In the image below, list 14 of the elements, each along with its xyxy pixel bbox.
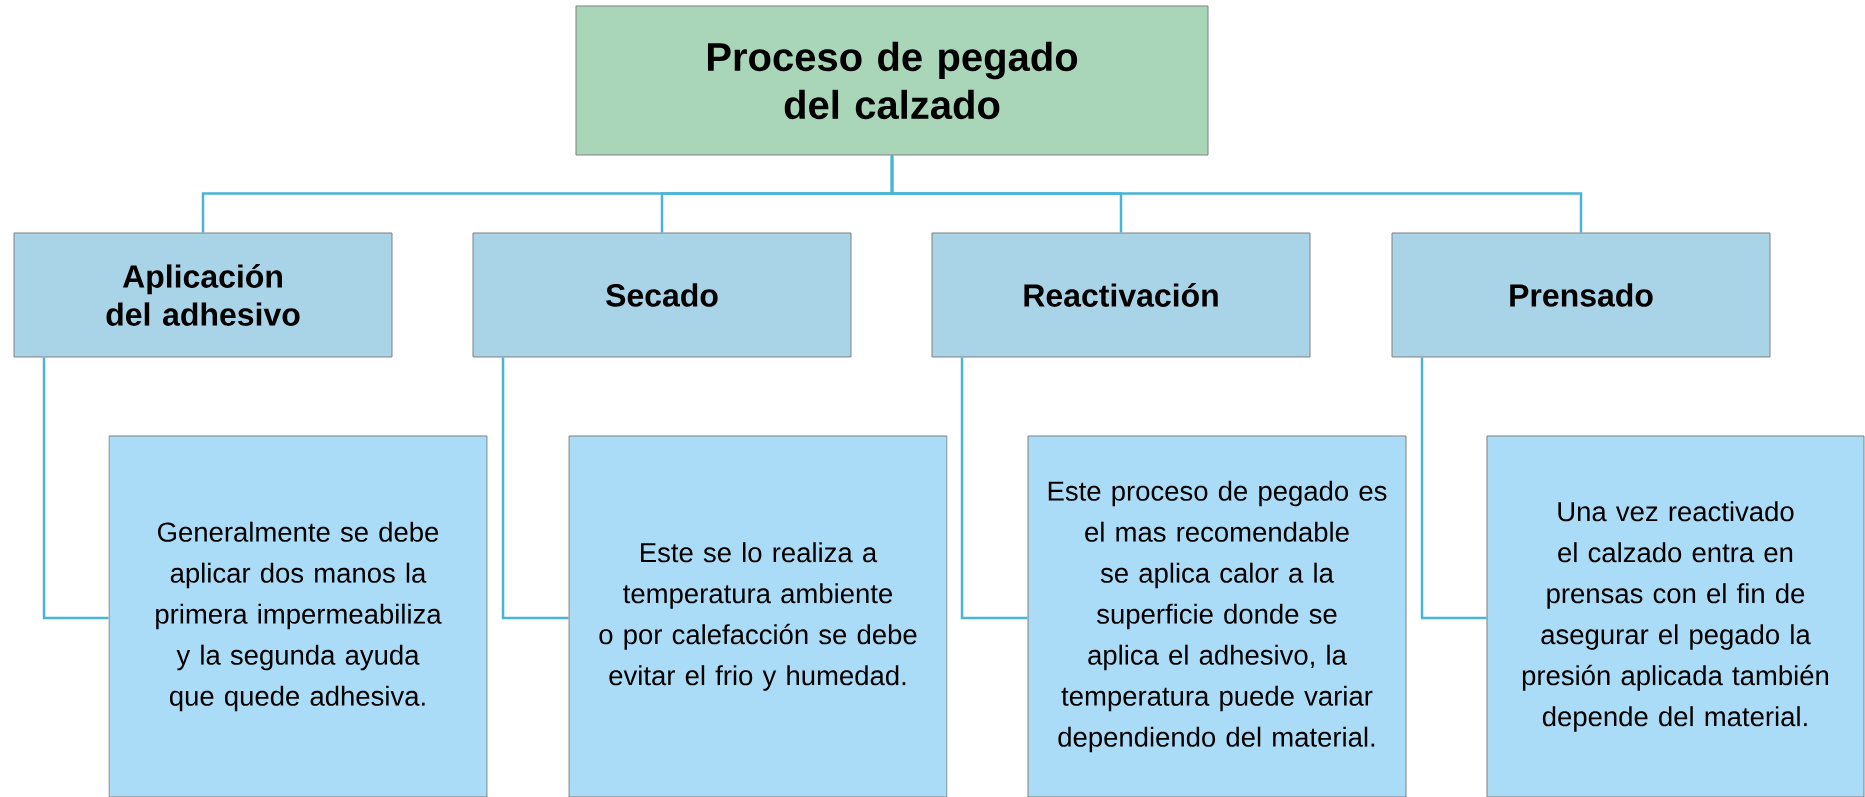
connector-line	[890, 155, 1583, 233]
connector-line	[42, 357, 109, 620]
connector-line	[1420, 357, 1487, 620]
connector-line	[501, 357, 569, 620]
connector-line	[960, 357, 1028, 620]
description-box: Este proceso de pegado es el mas recomendable se aplica calor a la superficie donde se aplica el adhesivo, la temperatura puede variar dependiendo del material.	[1027, 435, 1407, 797]
category-box: Secado	[472, 232, 852, 358]
box-title: Proceso de pegado del calzado	[575, 5, 1209, 156]
description-box: Generalmente se debe aplicar dos manos la primera impermeabiliza y la segunda ayuda que quede adhesiva.	[108, 435, 488, 797]
category-box: Prensado	[1391, 232, 1771, 358]
description-box: Este se lo realiza a temperatura ambiente o por calefacción se debe evitar el frio y humedad.	[568, 435, 948, 797]
category-box: Aplicación del adhesivo	[13, 232, 393, 358]
description-box: Una vez reactivado el calzado entra en prensas con el fin de asegurar el pegado la presión aplicada también depende del material.	[1486, 435, 1865, 797]
category-box: Reactivación	[931, 232, 1311, 358]
